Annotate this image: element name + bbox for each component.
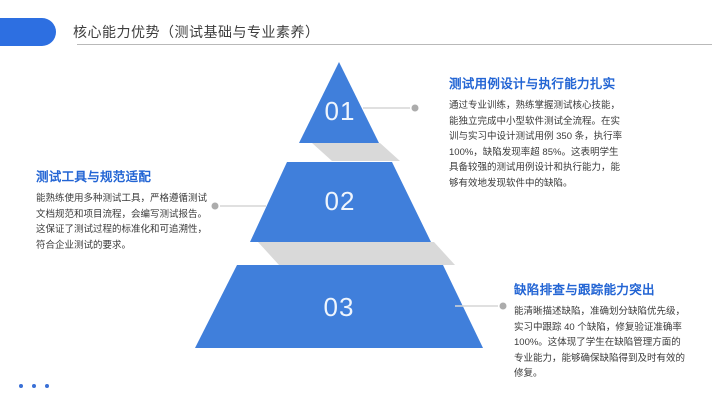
pyramid-level-1-number: 01: [325, 96, 356, 126]
header-divider: [77, 44, 712, 45]
pagination-dot: [45, 384, 49, 388]
pyramid-level-2-number: 02: [325, 186, 356, 216]
pyramid-shadow-top: [312, 143, 400, 161]
pyramid-level-2: [250, 162, 431, 242]
callout-test-case-design: 测试用例设计与执行能力扎实 通过专业训练，熟练掌握测试核心技能，能独立完成中小型…: [449, 73, 627, 191]
pyramid-level-1: [299, 62, 379, 143]
pagination-dot: [19, 384, 23, 388]
pagination-dots: [19, 384, 49, 388]
callout-test-tools: 测试工具与规范适配 能熟练使用多种测试工具，严格遵循测试文档规范和项目流程，会编…: [36, 166, 212, 253]
callout-heading: 测试用例设计与执行能力扎实: [449, 77, 616, 91]
connector-dot-left: [211, 202, 219, 210]
callout-heading: 缺陷排查与跟踪能力突出: [514, 283, 655, 297]
slide-title: 核心能力优势（测试基础与专业素养）: [73, 24, 320, 40]
pyramid-level-3: [195, 265, 483, 348]
callout-defect-tracking: 缺陷排查与跟踪能力突出 能清晰描述缺陷，准确划分缺陷优先级，实习中跟踪 40 个…: [514, 279, 690, 382]
callout-heading: 测试工具与规范适配: [36, 170, 152, 184]
pagination-dot: [32, 384, 36, 388]
pyramid-level-3-number: 03: [324, 292, 355, 322]
header-accent-pill: [0, 18, 56, 46]
connector-dot-bottom-right: [499, 302, 507, 310]
pyramid-shadow-bottom: [258, 242, 455, 265]
callout-body: 通过专业训练，熟练掌握测试核心技能，能独立完成中小型软件测试全流程。在实训与实习…: [449, 100, 623, 189]
callout-body: 能熟练使用多种测试工具，严格遵循测试文档规范和项目流程，会编写测试报告。这保证了…: [36, 193, 208, 251]
callout-body: 能清晰描述缺陷，准确划分缺陷优先级，实习中跟踪 40 个缺陷，修复验证准确率 1…: [514, 306, 686, 379]
connector-dot-top-right: [411, 104, 419, 112]
